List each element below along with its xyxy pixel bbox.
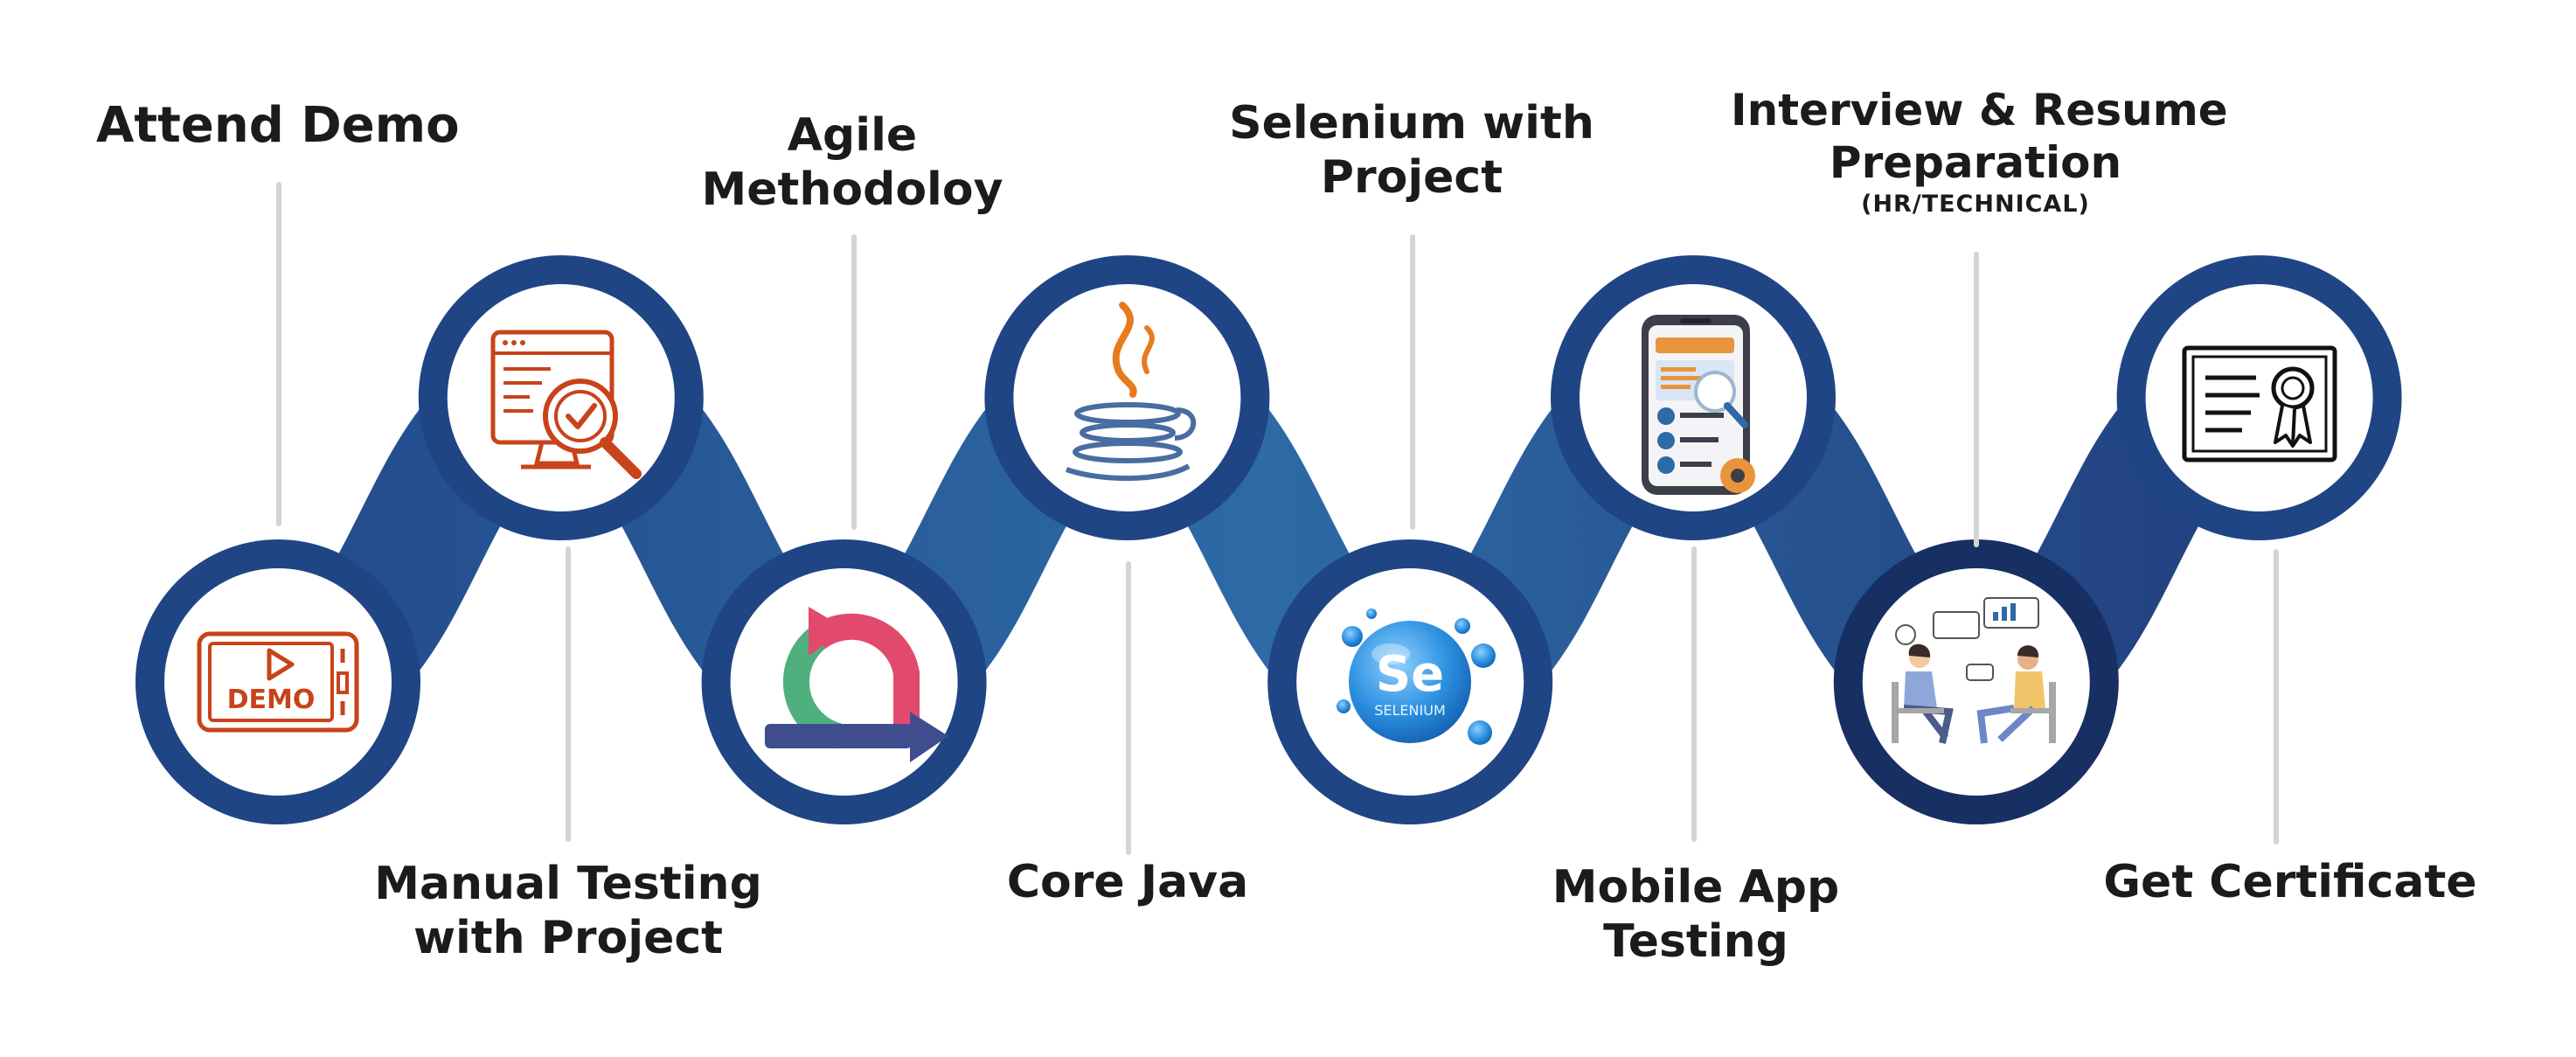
demo-video-icon: DEMO <box>197 631 359 733</box>
java-coffee-cup-icon <box>1066 302 1197 482</box>
selenium-logo-text: Se <box>1376 646 1444 703</box>
connector-interview <box>1974 252 1979 547</box>
step-label-selenium: Selenium with Project <box>1229 97 1594 205</box>
connector-attend-demo <box>276 182 281 526</box>
step-ring-attend-demo <box>135 539 420 824</box>
step-ring-inner <box>1013 284 1241 511</box>
step-ring-inner <box>730 568 958 796</box>
selenium-logo-caption: SELENIUM <box>1374 702 1446 719</box>
step-label-interview: Interview & Resume Preparation (HR/TECHN… <box>1731 85 2228 218</box>
step-label-mobile-app-testing: Mobile App Testing <box>1552 861 1840 969</box>
interview-people-icon <box>1892 597 2056 744</box>
step-label-attend-demo: Attend Demo <box>96 97 460 154</box>
step-label-core-java: Core Java <box>1006 856 1249 908</box>
mobile-app-settings-icon <box>1642 315 1755 495</box>
step-label-certificate: Get Certificate <box>2103 856 2477 908</box>
svg-text:DEMO: DEMO <box>227 685 316 715</box>
connector-agile <box>851 234 857 530</box>
step-label-manual-testing: Manual Testing with Project <box>374 858 762 965</box>
step-ring-core-java <box>984 255 1270 540</box>
step-rings <box>135 255 2402 824</box>
step-ring-agile <box>701 539 987 824</box>
connector-certificate <box>2274 549 2279 845</box>
connector-manual-testing <box>566 546 571 842</box>
connector-core-java <box>1126 561 1131 855</box>
step-ring-certificate <box>2116 255 2402 540</box>
step-ring-interview <box>1833 539 2119 824</box>
agile-cycle-icon <box>765 607 948 762</box>
selenium-bubble-logo-icon: Se SELENIUM <box>1337 608 1496 745</box>
step-ring-inner <box>2145 284 2373 511</box>
connector-mobile-app-testing <box>1691 546 1697 842</box>
step-icons: DEMO <box>197 302 2337 762</box>
step-sublabel-interview: (HR/TECHNICAL) <box>1861 191 2090 218</box>
step-label-agile: Agile Methodoloy <box>701 109 1003 217</box>
certificate-ribbon-icon <box>2182 345 2337 462</box>
step-ring-inner <box>164 568 392 796</box>
monitor-magnifier-check-icon <box>490 330 642 479</box>
connector-selenium <box>1410 234 1415 530</box>
